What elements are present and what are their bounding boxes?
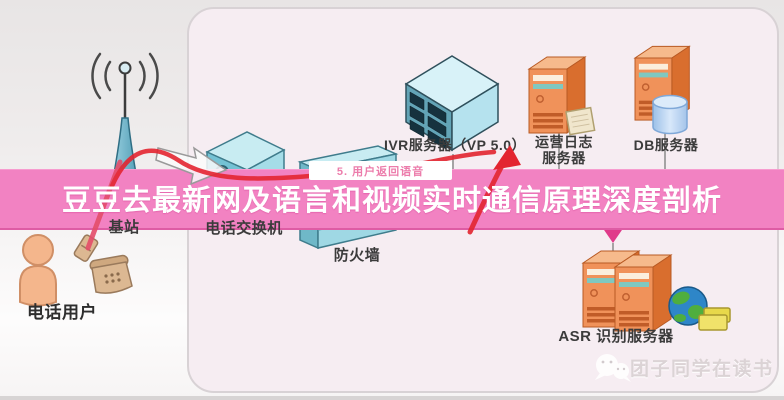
phone-user-icon <box>19 234 133 307</box>
asr-server-icon <box>582 250 672 332</box>
ops-log-label-line1: 运营日志 <box>535 134 593 150</box>
pbx-label: 电话交换机 <box>205 220 283 237</box>
radio-waves-icon <box>91 52 159 100</box>
wechat-icon <box>595 354 631 382</box>
desk-phone-icon <box>89 254 133 294</box>
database-cylinder-icon <box>652 94 688 135</box>
globe-icon <box>668 286 708 326</box>
ivr-server-label: IVR服务器（VP 5.0） <box>383 137 527 153</box>
db-server-label: DB服务器 <box>633 137 699 153</box>
ops-log-server-label: 运营日志 服务器 <box>522 134 606 166</box>
headline-title: 豆豆去最新网及语言和视频实时通信原理深度剖析 <box>61 185 722 217</box>
firewall-label: 防火墙 <box>333 247 381 264</box>
mobile-phone-icon <box>73 234 99 262</box>
down-arrow-icon <box>602 227 624 243</box>
document-icon <box>565 106 596 136</box>
image-bottom-edge <box>0 396 784 400</box>
books-icon <box>698 307 731 331</box>
watermark-text: 团子同学在读书 <box>630 359 774 380</box>
phone-user-label: 电话用户 <box>27 303 97 322</box>
ivr-server-icon <box>404 55 500 152</box>
ops-log-label-line2: 服务器 <box>542 149 586 166</box>
asr-server-label: ASR 识别服务器 <box>558 328 674 345</box>
